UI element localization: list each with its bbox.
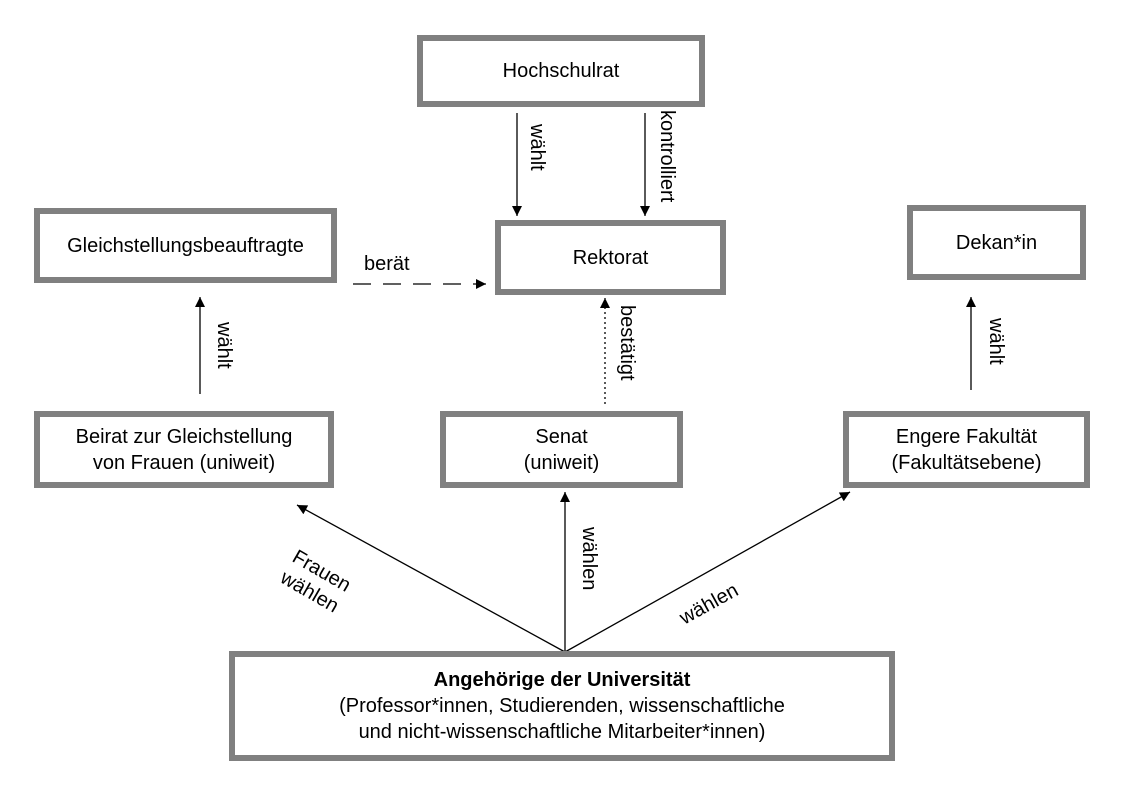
edge-label-kontrolliert: kontrolliert xyxy=(656,110,678,203)
node-title: Angehörige der Universität xyxy=(433,669,691,691)
node-label: Rektorat xyxy=(572,246,649,269)
node-senat: Senat (uniweit) xyxy=(440,411,683,488)
node-label: Gleichstellungsbeauftragte xyxy=(67,234,304,257)
node-beirat: Beirat zur Gleichstellung von Frauen (un… xyxy=(34,411,334,488)
node-engere-fakultaet: Engere Fakultät (Fakultätsebene) xyxy=(843,411,1090,488)
node-label: Senat xyxy=(535,425,588,448)
node-dekanin: Dekan*in xyxy=(907,205,1086,280)
node-label: (uniweit) xyxy=(523,451,600,474)
edge-label-bestaetigt: bestätigt xyxy=(616,305,638,381)
node-gleichstellungsbeauftragte: Gleichstellungsbeauftragte xyxy=(34,208,337,283)
node-rektorat: Rektorat xyxy=(495,220,726,295)
edge-angehoerige-beirat xyxy=(296,504,566,653)
edge-angehoerige-fakultaet xyxy=(564,491,851,653)
edge-label-beirat-waehlt: wählt xyxy=(213,322,235,369)
node-label: von Frauen (uniweit) xyxy=(92,451,276,474)
edge-label-hochschulrat-waehlt: wählt xyxy=(526,124,548,171)
edge-label-fakultaet-waehlt: wählt xyxy=(985,318,1007,365)
node-label: (Professor*innen, Studierenden, wissensc… xyxy=(339,695,785,717)
edge-label-beraet: berät xyxy=(364,253,410,275)
edge-label-senat-waehlen: wählen xyxy=(578,527,600,591)
node-label: Hochschulrat xyxy=(502,60,620,82)
node-label: Beirat zur Gleichstellung xyxy=(75,425,293,448)
node-label: und nicht-wissenschaftliche Mitarbeiter*… xyxy=(358,721,766,743)
node-angehoerige: Angehörige der Universität (Professor*in… xyxy=(229,651,895,761)
node-hochschulrat: Hochschulrat xyxy=(417,35,705,107)
node-label: Engere Fakultät xyxy=(895,425,1038,448)
node-label: Dekan*in xyxy=(955,231,1038,254)
node-label: (Fakultätsebene) xyxy=(891,451,1042,474)
